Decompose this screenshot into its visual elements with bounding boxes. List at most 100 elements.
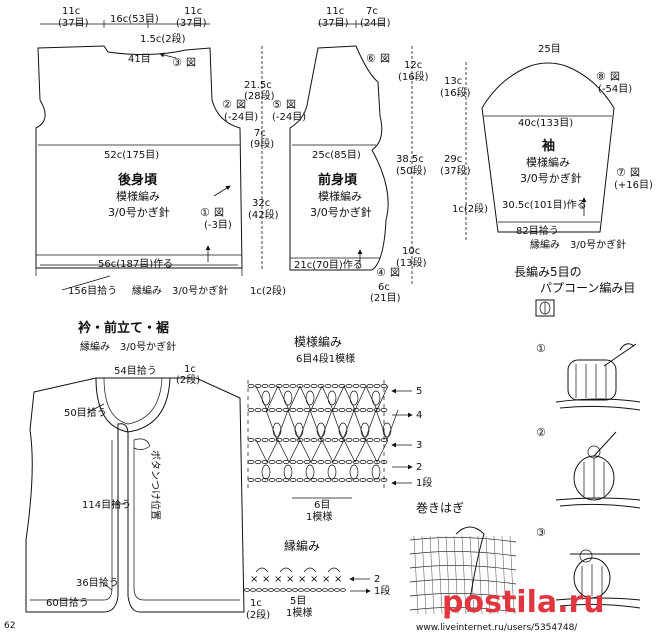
chain-stitch: [380, 384, 388, 388]
chain-stitch: [352, 460, 360, 464]
back-neck-st: 41目: [128, 54, 151, 65]
chain-stitch: [254, 478, 262, 482]
edge-section: 縁編み ×××××××× 2 1段 5目 1模様 1c (2段): [244, 538, 390, 621]
collar-section: 衿・前立て・裾 縁編み 3/0号かぎ針 54目拾う 1c (2段) 50目拾う …: [4, 320, 245, 631]
edge-base-chain: [316, 588, 322, 592]
edge-base-chain: [268, 588, 274, 592]
front-top-b: 7c: [366, 6, 378, 17]
sleeve-title: 袖: [542, 138, 555, 154]
pattern-row1: 1段: [416, 476, 432, 489]
edge-base-chain: [292, 588, 298, 592]
collar-lower-pick: 36目拾う: [76, 576, 119, 589]
popcorn-stitch: [305, 464, 315, 480]
collar-rows: 1c: [184, 364, 196, 375]
chain-stitch: [324, 384, 332, 388]
chain-stitch: [268, 460, 276, 464]
collar-front-pick: 114目拾う: [82, 498, 131, 511]
sleeve-zu8: 図: [610, 71, 620, 83]
chain-stitch: [359, 460, 367, 464]
popcorn-stitch: [294, 422, 304, 438]
chain-arc: [255, 439, 279, 463]
chain-stitch: [338, 478, 346, 482]
sleeve-border: 縁編み: [530, 238, 560, 251]
back-dec1: (-3目): [204, 220, 232, 231]
front-neck-h: 12c: [404, 60, 422, 71]
chain-stitch: [247, 460, 255, 464]
chain-stitch: [338, 460, 346, 464]
edge-rows-edge2: (2段): [246, 608, 270, 621]
sleeve-num7: ⑦: [616, 166, 626, 179]
seam-stitch: [429, 535, 435, 615]
edge-base-chain: [310, 588, 316, 592]
chain-stitch: [380, 408, 388, 412]
back-top-right: 11c: [184, 6, 202, 17]
sleeve-dec8: (-54目): [598, 84, 632, 95]
seam-stitch: [461, 535, 467, 615]
popcorn-stitch: [327, 390, 337, 406]
popcorn-stitch: [283, 390, 293, 406]
chain-stitch: [345, 460, 353, 464]
chain-stitch: [303, 460, 311, 464]
chain-stitch: [338, 384, 346, 388]
sleeve-inc7: (+16目): [614, 180, 653, 191]
chain-stitch: [373, 408, 381, 412]
seam-row: [409, 565, 517, 571]
back-top-mid: 16c(53目): [110, 14, 159, 25]
pattern-repeat: 6目4段1模様: [296, 352, 355, 365]
chain-arc: [365, 439, 389, 463]
popcorn-stitch: [349, 464, 359, 480]
front-mid-width: 25c(85目): [312, 150, 361, 161]
chain-stitch: [352, 438, 360, 442]
sleeve-cap-h: 13c: [444, 76, 462, 87]
back-outline: [35, 45, 243, 269]
edge-base-chain: [298, 588, 304, 592]
front-bottom-h: 10c: [402, 246, 420, 257]
pattern-row5: 5: [416, 386, 422, 397]
edge-stitch-mark: ×: [274, 574, 282, 585]
chain-stitch: [247, 438, 255, 442]
sleeve-len: 29c: [444, 154, 462, 165]
back-dec2: (-24目): [224, 112, 258, 123]
edge-stitch-mark: ×: [286, 574, 294, 585]
chain-stitch: [331, 438, 339, 442]
seam-stitch: [477, 535, 483, 615]
front-top-a-st: (37目): [318, 18, 349, 29]
popcorn-stitch: [327, 464, 337, 480]
edge-base-chain: [250, 588, 256, 592]
popcorn-stitch: [360, 422, 370, 438]
chain-stitch: [261, 384, 269, 388]
popcorn-step2: ②: [536, 426, 546, 439]
back-hem: 56c(187目)作る: [98, 258, 173, 270]
chain-stitch: [373, 460, 381, 464]
popcorn-stitch: [283, 464, 293, 480]
chain-stitch: [317, 460, 325, 464]
edge-row1: 1段: [374, 584, 390, 597]
chain-stitch: [289, 478, 297, 482]
chain-stitch: [289, 460, 297, 464]
seam-stitch: [493, 535, 499, 615]
sleeve-pattern: 模様編み: [526, 155, 570, 169]
chain-stitch: [254, 384, 262, 388]
back-armhole-row: (28段): [244, 89, 275, 102]
front-total-row: (50段): [396, 164, 427, 177]
back-zu2: 図: [236, 99, 246, 111]
edge-stitch-mark: ×: [322, 574, 330, 585]
seam-row: [409, 593, 517, 599]
pattern-unit2: 1模様: [306, 510, 332, 523]
popcorn-step1-drawing: [555, 343, 641, 411]
chain-stitch: [338, 438, 346, 442]
seam-row: [409, 607, 517, 613]
vest-outline: [25, 377, 245, 613]
chain-stitch: [345, 384, 353, 388]
chain-stitch: [331, 478, 339, 482]
sleeve-zu7: 図: [630, 167, 640, 179]
popcorn-step3-drawing: [555, 549, 641, 609]
back-hook: 3/0号かぎ針: [108, 205, 170, 219]
chain-stitch: [296, 408, 304, 412]
chain-stitch: [275, 384, 283, 388]
edge-unit: 5目: [290, 596, 306, 607]
button-label-vertical: ボタンつけ位置: [149, 450, 162, 520]
chain-stitch: [254, 408, 262, 412]
chain-stitch: [268, 478, 276, 482]
